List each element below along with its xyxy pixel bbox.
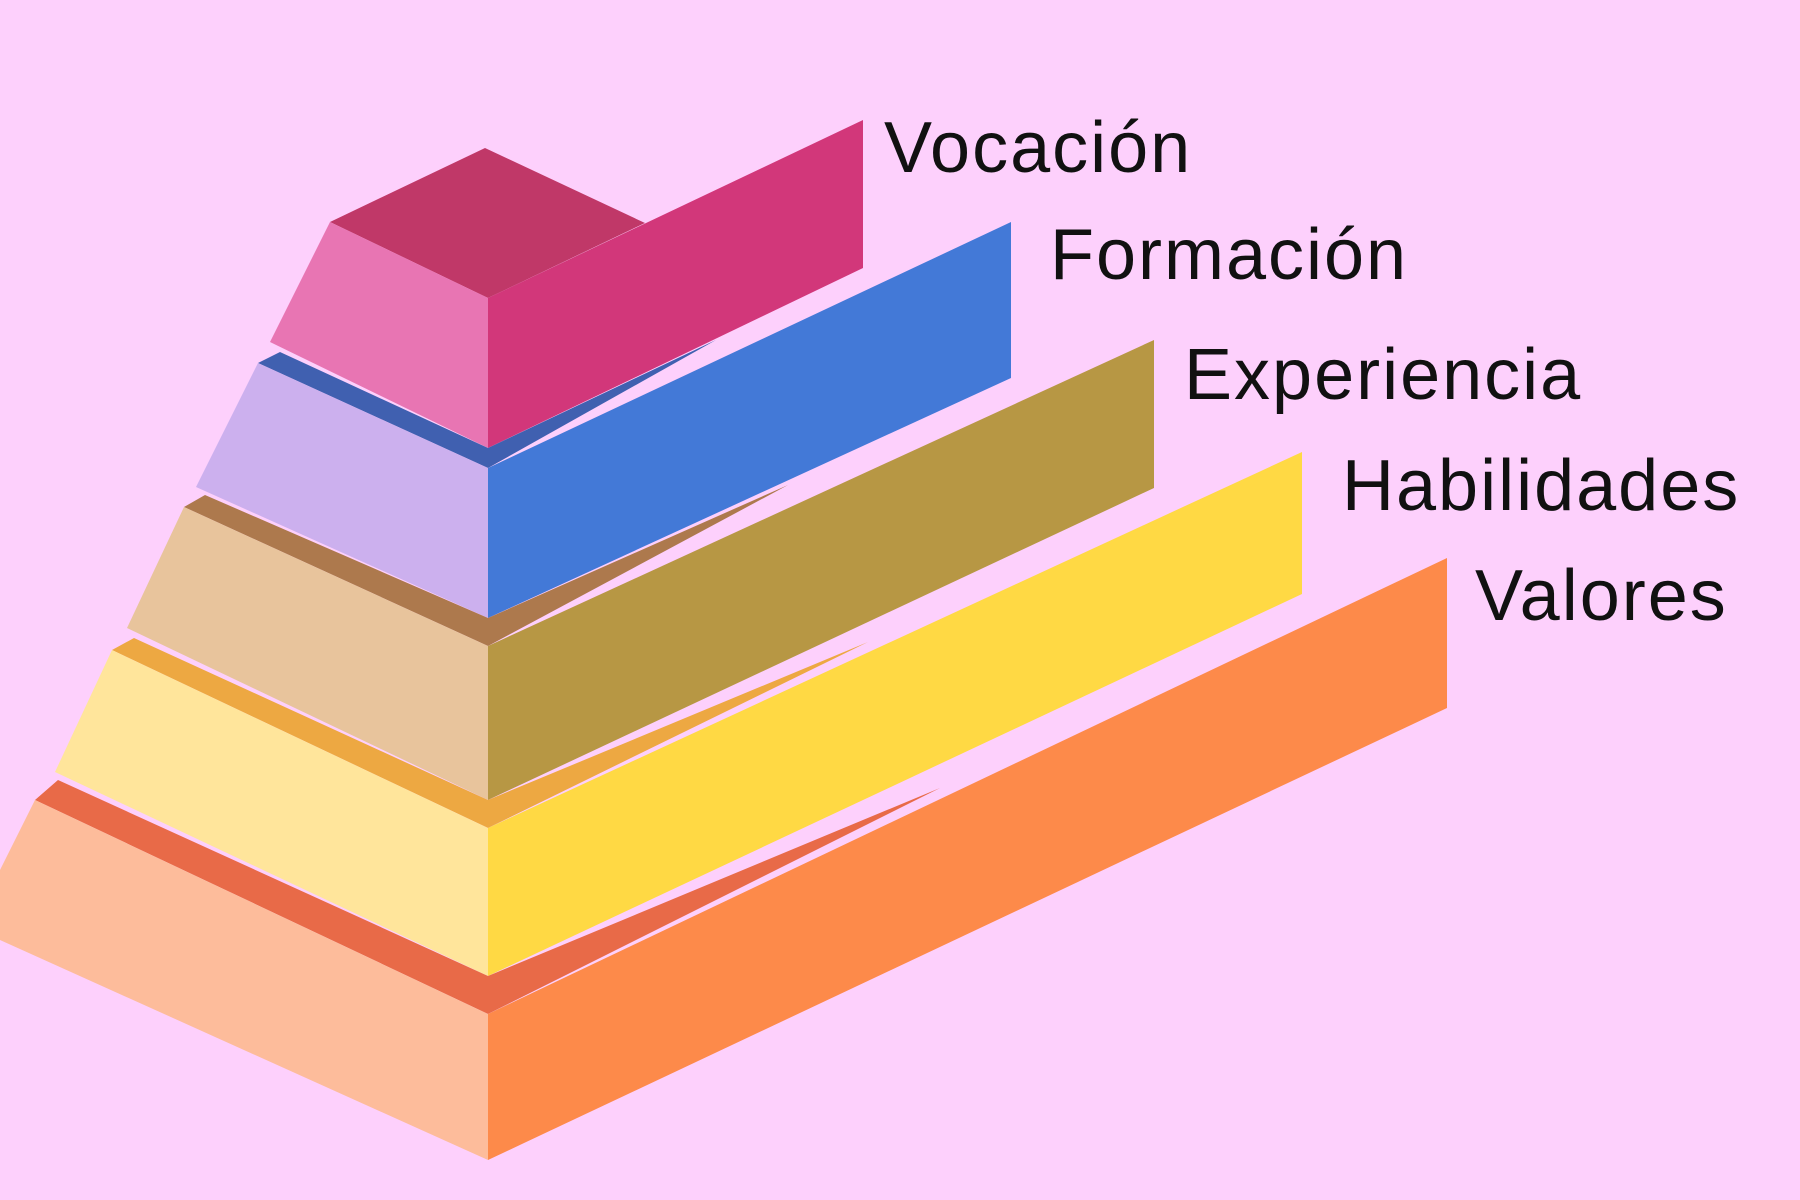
layer-habilidades-side [55,650,488,976]
layer-experiencia-side [127,507,488,800]
layer-vocacion-top [330,148,645,298]
layer-valores-front [488,558,1447,1160]
label-valores: Valores [1475,556,1728,636]
layer-formacion-top [258,340,716,468]
label-habilidades: Habilidades [1342,446,1741,526]
layer-vocacion-side [270,222,488,448]
label-vocacion: Vocación [884,108,1193,188]
layer-formacion-front [488,222,1011,618]
label-formacion: Formación [1050,215,1409,295]
layer-valores-side [0,800,488,1160]
layer-experiencia-front [488,340,1154,800]
label-experiencia: Experiencia [1184,335,1583,415]
layer-formacion-side [196,363,488,618]
layer-vocacion-front [488,120,863,448]
layer-habilidades-front [488,452,1302,976]
